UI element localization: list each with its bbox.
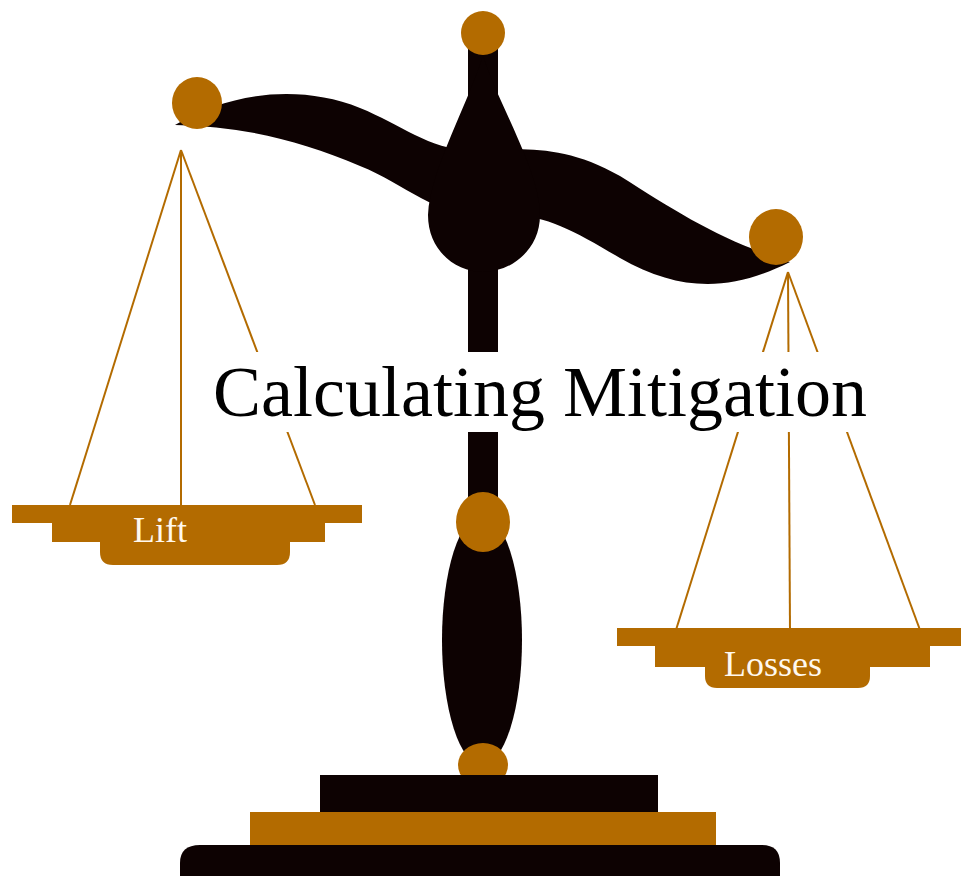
post-teardrop — [428, 55, 540, 272]
title-holder: Calculating Mitigation — [211, 356, 869, 428]
pan-label-box: Losses — [724, 646, 822, 682]
base-middle — [250, 812, 716, 846]
base-top — [320, 775, 658, 813]
left-pan — [12, 505, 362, 565]
title: Calculating Mitigation — [211, 352, 869, 432]
pan-label: Lift — [133, 512, 187, 548]
post-bulb — [442, 515, 522, 765]
pan-label: Losses — [724, 646, 822, 682]
pan-label-box: Lift — [133, 512, 187, 548]
base-bottom — [180, 845, 780, 876]
right-pan — [617, 628, 961, 688]
